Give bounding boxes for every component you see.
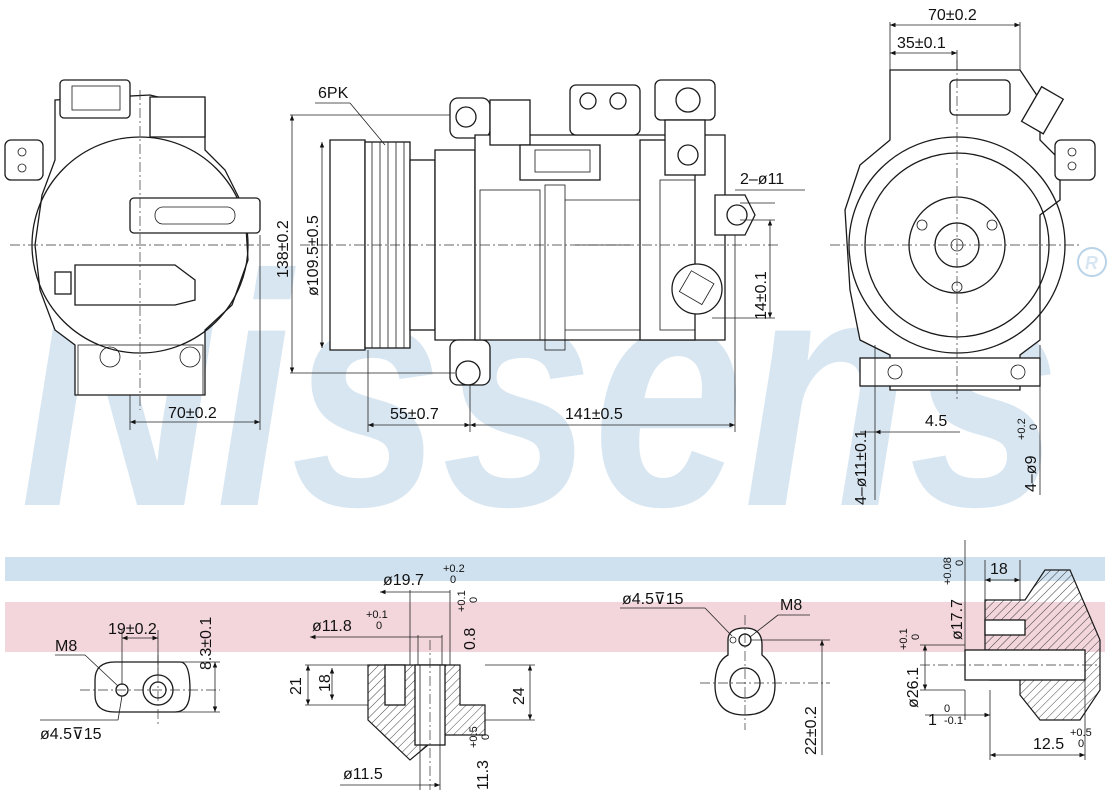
d4-offset-tol-lo: -0.1 [944,715,963,727]
d2-h21: 21 [288,677,305,695]
d2-h24: 24 [511,687,528,705]
d2-depth: 0.8 [462,628,479,650]
d4-offset-tol-up: 0 [944,703,950,715]
d1-thread: M8 [55,638,77,655]
d2-mid: ø11.8 [312,618,352,635]
d1-height: 8.3±0.1 [198,617,215,670]
registered-mark-circle [1077,247,1107,277]
d4-width: 18 [990,561,1008,578]
detail-3: ø4.5⊽15 M8 22±0.2 [620,591,830,755]
dim-pulley-dia: ø109.5±0.5 [305,215,322,296]
d4-depth: 12.5 [1033,736,1064,753]
detail-2: ø19.7 +0.2 0 ø11.8 +0.1 0 0.8 +0.1 0 21 … [288,563,535,790]
detail-1: 19±0.2 8.3±0.1 M8 ø4.5⊽15 [40,617,220,743]
view-right-end: 70±0.2 35±0.1 4.5 4–ø11±0.1 4–ø9 +0.2 0 [830,7,1096,505]
dim-right-half: 35±0.1 [897,35,946,52]
d2-depth-tol-up: +0.1 [456,590,468,612]
red-band [5,602,1105,652]
dim-right-width: 70±0.2 [928,7,977,24]
dim-mount-offset: 14±0.1 [753,271,770,320]
d2-mid-tol-lo: 0 [376,620,382,632]
dim-holes-9-tol-lo: 0 [1028,424,1040,430]
view-side: 138±0.2 ø109.5±0.5 6PK 55±0.7 141±0.5 2–… [275,79,805,432]
dim-left-width: 70±0.2 [168,405,217,422]
detail-4: 18 ø17.7 +0.08 0 ø26.1 +0.1 0 1 0 -0.1 1… [898,540,1101,760]
d4-offset: 1 [928,712,937,729]
dim-mount-holes: 2–ø11 [740,171,784,188]
d1-spacing: 19±0.2 [108,621,157,638]
d2-depth-tol-lo: 0 [468,597,480,603]
view-left-end: 70±0.2 [4,79,270,430]
d1-hole: ø4.5⊽15 [40,726,102,743]
d2-bore: ø11.5 [343,766,383,783]
d4-dia: ø26.1 [905,667,922,708]
label-pulley: 6PK [318,85,349,102]
d4-top: ø17.7 [949,599,966,640]
d4-dia-tol-up: +0.1 [898,628,910,650]
d4-top-tol-lo: 0 [954,560,966,566]
d2-bore-tol-lo: 0 [480,734,492,740]
d2-bore-depth: 11.3 [475,760,492,790]
dim-spacing: 4.5 [925,413,947,430]
d2-outer-tol-up: +0.2 [443,563,465,575]
d4-top-tol-up: +0.08 [942,557,954,585]
d2-mid-tol-up: +0.1 [366,609,388,621]
dim-height: 138±0.2 [275,220,292,278]
dim-length: 141±0.5 [565,406,623,423]
d4-dia-tol-lo: 0 [910,634,922,640]
d4-depth-tol-lo: 0 [1078,738,1084,750]
d2-bore-tol-up: +0.5 [468,726,480,748]
d2-outer: ø19.7 [383,572,424,589]
dim-holes-9-tol-up: +0.2 [1016,418,1028,440]
d4-depth-tol-up: +0.5 [1070,727,1092,739]
d3-thread: M8 [780,597,802,614]
dim-holes-11: 4–ø11±0.1 [853,430,870,505]
d3-hole: ø4.5⊽15 [622,591,684,608]
dim-holes-9: 4–ø9 [1023,455,1040,492]
blue-band [5,557,1105,581]
dim-pulley-offset: 55±0.7 [390,406,439,423]
d3-height: 22±0.2 [803,706,820,755]
d2-h18: 18 [317,674,334,692]
d2-outer-tol-lo: 0 [450,574,456,586]
registered-mark: R [1085,253,1098,273]
